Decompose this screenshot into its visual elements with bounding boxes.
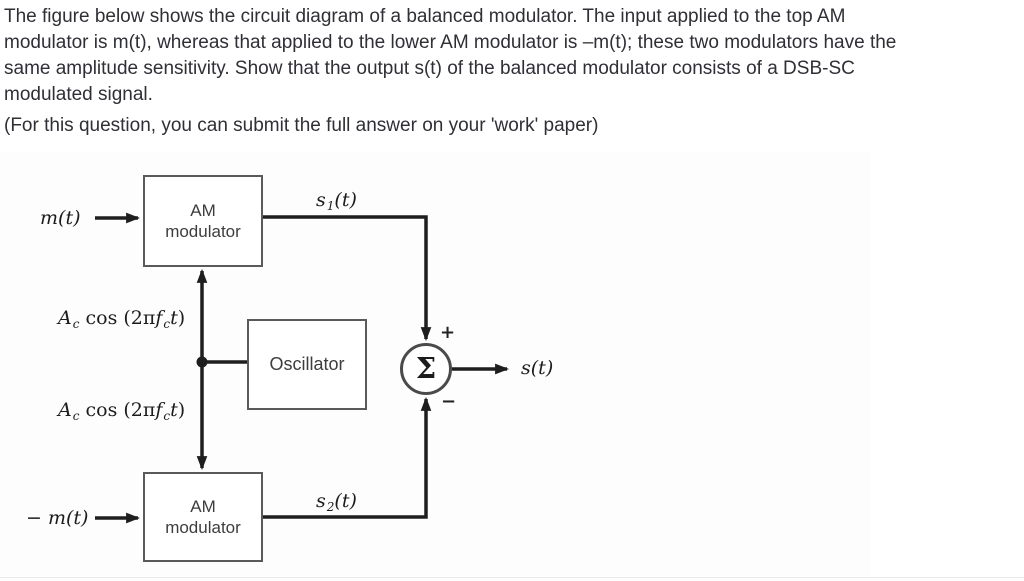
carrier-label-top: Ac cos (2πfct) (58, 307, 186, 331)
question-line: same amplitude sensitivity. Show that th… (4, 58, 855, 79)
am-modulator-bottom-label-line2: modulator (165, 518, 241, 537)
sigma-symbol: Σ (415, 350, 437, 385)
s2-label: s2(t) (316, 490, 357, 514)
question-text: The figure below shows the circuit diagr… (4, 4, 1022, 139)
output-label: s(t) (521, 357, 554, 379)
circuit-diagram-figure: AM modulator Oscillator AM modulator Σ +… (0, 152, 870, 576)
input-label-bottom: − m(t) (26, 507, 89, 529)
summer-minus-sign: − (441, 391, 457, 412)
input-label-top: m(t) (40, 207, 81, 229)
am-modulator-bottom-block: AM modulator (143, 472, 263, 562)
oscillator-block: Oscillator (247, 319, 367, 410)
question-line: modulated signal. (4, 84, 153, 105)
summer-plus-sign: + (440, 322, 456, 343)
carrier-label-bottom: Ac cos (2πfct) (58, 399, 186, 423)
junction-dot (196, 356, 208, 368)
oscillator-label: Oscillator (269, 354, 345, 374)
summing-junction: Σ (400, 343, 452, 395)
am-modulator-bottom-label-line1: AM (190, 497, 216, 516)
s1-label: s1(t) (316, 189, 357, 213)
question-line: The figure below shows the circuit diagr… (4, 6, 846, 27)
am-modulator-top-label-line2: modulator (165, 222, 241, 241)
question-note: (For this question, you can submit the f… (4, 115, 599, 136)
diagram-connectors (95, 212, 510, 524)
bottom-divider-line (0, 577, 1024, 578)
question-line: modulator is m(t), whereas that applied … (4, 32, 897, 53)
am-modulator-top-block: AM modulator (143, 175, 263, 267)
am-modulator-top-label-line1: AM (190, 201, 216, 220)
s1-connector (263, 215, 432, 342)
s2-connector (262, 396, 432, 519)
